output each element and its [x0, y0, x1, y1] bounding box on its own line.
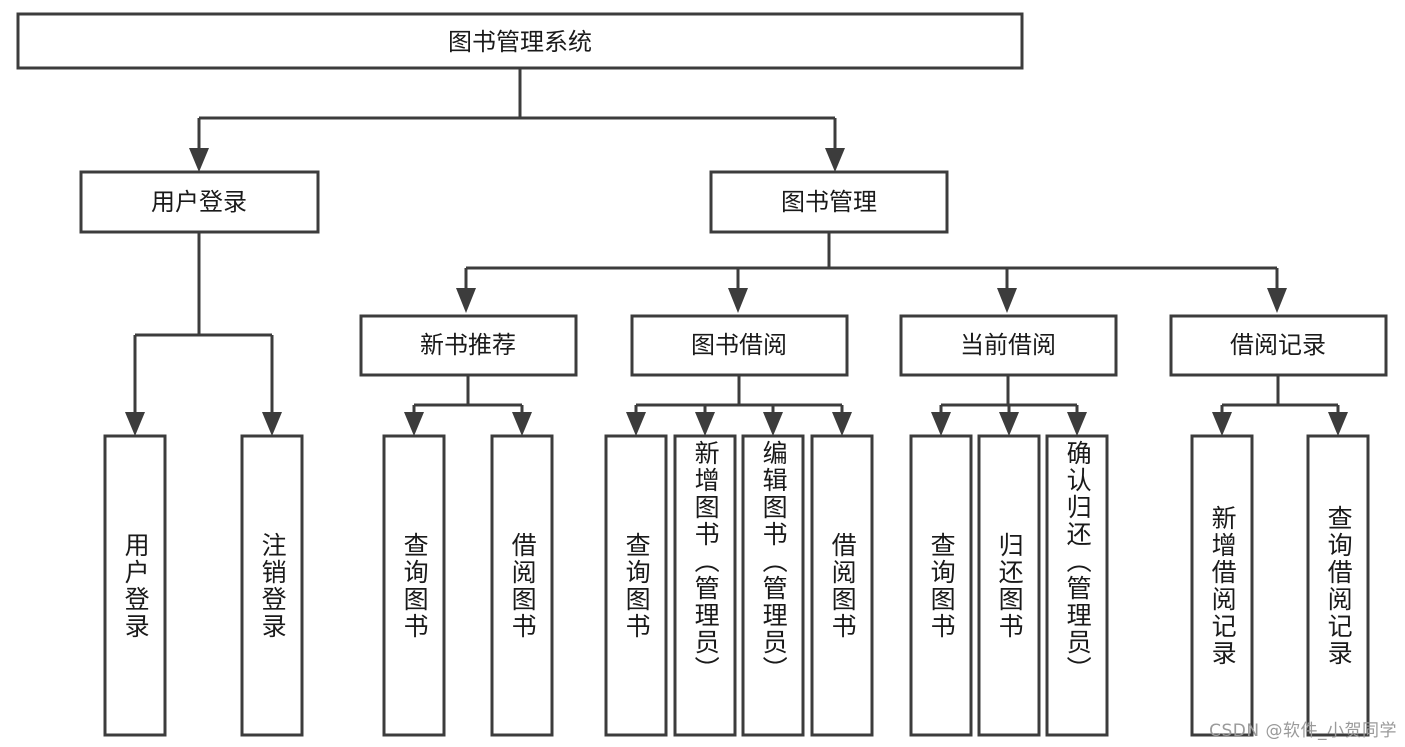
- connector-root-to-level2: [189, 68, 845, 172]
- node-book-borrow-label: 图书借阅: [691, 331, 787, 359]
- node-leaf-user-login[interactable]: [103, 434, 167, 737]
- node-leaf-cur-return[interactable]: [977, 434, 1041, 737]
- connector-book-borrow-to-leaves: [626, 375, 852, 436]
- connector-book-manage-to-level3: [456, 232, 1287, 313]
- node-leaf-cur-query[interactable]: [909, 434, 973, 737]
- node-new-book-rec-label: 新书推荐: [420, 331, 516, 359]
- node-leaf-borrow-lend[interactable]: [810, 434, 874, 737]
- node-leaf-user-logout[interactable]: [240, 434, 304, 737]
- node-current-borrow[interactable]: 当前借阅: [899, 314, 1118, 377]
- connector-new-book-rec-to-leaves: [404, 375, 532, 436]
- connector-borrow-record-to-leaves: [1212, 375, 1348, 436]
- connector-user-login-to-leaves: [125, 232, 282, 436]
- node-leaf-rec-borrow[interactable]: [490, 434, 554, 737]
- connector-current-borrow-to-leaves: [931, 375, 1087, 436]
- node-leaf-borrow-edit[interactable]: [741, 434, 805, 737]
- node-new-book-rec[interactable]: 新书推荐: [359, 314, 578, 377]
- node-book-manage-label: 图书管理: [781, 188, 877, 216]
- node-leaf-rec-add[interactable]: [1190, 434, 1254, 737]
- csdn-watermark: CSDN @软件_小贺同学: [1209, 721, 1397, 741]
- node-borrow-record[interactable]: 借阅记录: [1169, 314, 1388, 377]
- node-root-label: 图书管理系统: [448, 28, 592, 56]
- node-leaf-borrow-add[interactable]: [673, 434, 737, 737]
- node-leaf-rec-query[interactable]: [382, 434, 446, 737]
- node-leaf-cur-confirm[interactable]: [1045, 434, 1109, 737]
- node-borrow-record-label: 借阅记录: [1230, 331, 1326, 359]
- node-current-borrow-label: 当前借阅: [960, 331, 1056, 359]
- node-leaf-rec-search[interactable]: [1306, 434, 1370, 737]
- node-user-login-label: 用户登录: [151, 188, 247, 216]
- node-book-borrow[interactable]: 图书借阅: [630, 314, 849, 377]
- node-root[interactable]: 图书管理系统: [16, 12, 1024, 70]
- node-user-login[interactable]: 用户登录: [79, 170, 320, 234]
- node-book-manage[interactable]: 图书管理: [709, 170, 949, 234]
- node-leaf-borrow-query[interactable]: [604, 434, 668, 737]
